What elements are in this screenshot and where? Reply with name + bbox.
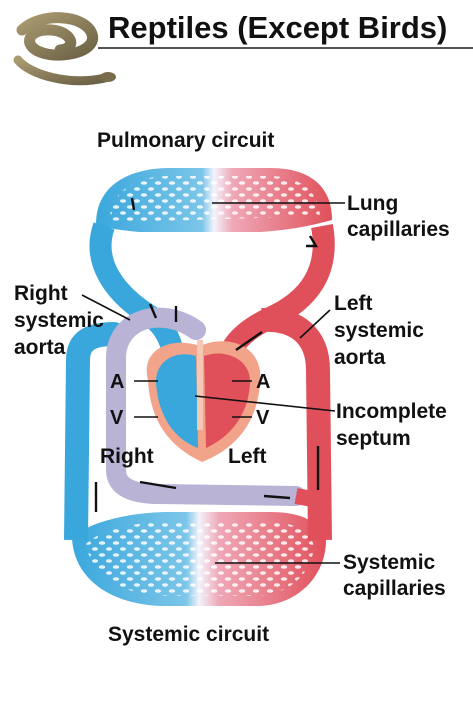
left-systemic-aorta-label-line1: Left	[334, 292, 373, 315]
systemic-capillary-bed	[72, 512, 326, 606]
lung-capillaries-label-line1: Lung	[347, 192, 398, 215]
left-side-label: Left	[228, 445, 267, 468]
leader-lines	[81, 202, 345, 564]
heart	[146, 340, 261, 462]
systemic-capillaries-label-line2: capillaries	[343, 577, 446, 600]
systemic-circuit-label: Systemic circuit	[108, 623, 269, 646]
flow-arrows	[94, 197, 320, 512]
pulmonary-circuit-label: Pulmonary circuit	[97, 129, 274, 152]
right-side-label: Right	[100, 445, 154, 468]
systemic-capillaries-label-line1: Systemic	[343, 551, 436, 574]
incomplete-septum-label-line1: Incomplete	[336, 400, 447, 423]
page-title: Reptiles (Except Birds)	[108, 10, 447, 45]
incomplete-septum-label-line2: septum	[336, 427, 411, 450]
left-ventricle-label: V	[256, 407, 270, 429]
snake-icon	[13, 12, 116, 86]
left-systemic-aorta-label-line3: aorta	[334, 346, 386, 369]
blood-vessels	[64, 222, 335, 541]
right-systemic-aorta-label-line1: Right	[14, 282, 68, 305]
right-atrium-label: A	[110, 371, 124, 393]
lung-capillary-bed	[96, 168, 332, 232]
lung-capillaries-label-line2: capillaries	[347, 218, 450, 241]
right-systemic-aorta-label-line2: systemic	[14, 309, 104, 332]
right-systemic-aorta-label-line3: aorta	[14, 336, 66, 359]
right-ventricle-label: V	[110, 407, 124, 429]
left-atrium-label: A	[256, 371, 270, 393]
left-systemic-aorta-label-line2: systemic	[334, 319, 424, 342]
